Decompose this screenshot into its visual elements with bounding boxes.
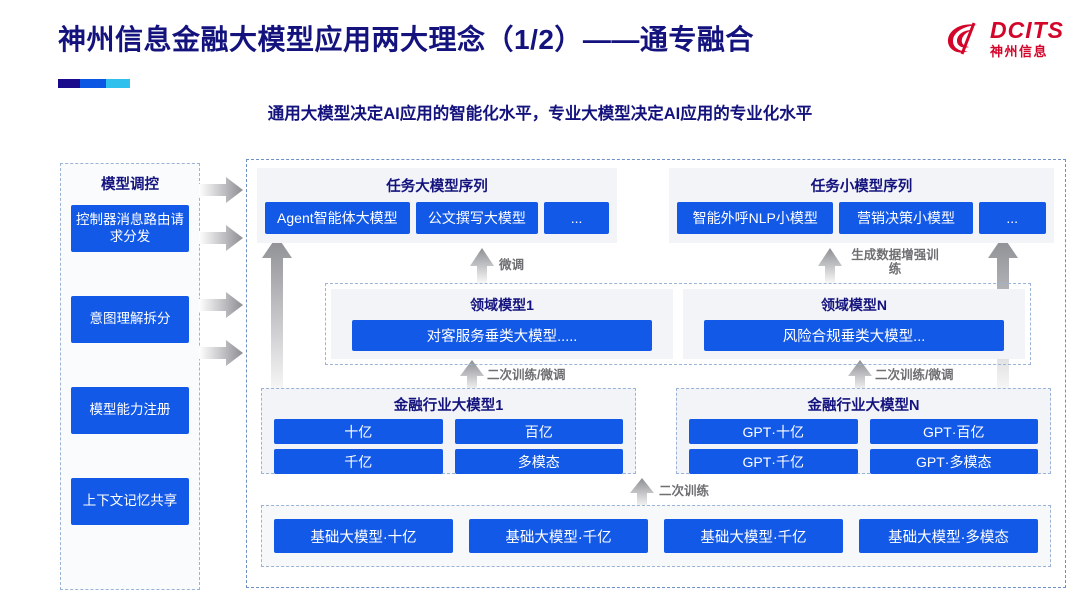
base-model-box-1[interactable]: 基础大模型·十亿	[274, 519, 453, 553]
domain-model-1: 领域模型1 对客服务垂类大模型.....	[331, 289, 673, 359]
task-small-box-2[interactable]: 营销决策小模型	[839, 202, 973, 234]
sequence-box-row-small: 智能外呼NLP小模型 营销决策小模型 ...	[669, 202, 1054, 243]
dcits-logo: DCITS 神州信息	[944, 18, 1064, 58]
industry-n-box-4[interactable]: GPT·多模态	[869, 449, 1038, 474]
industry-1-box-1[interactable]: 十亿	[274, 419, 443, 444]
sequence-title-small: 任务小模型序列	[810, 179, 913, 195]
task-large-box-more[interactable]: ...	[544, 202, 609, 234]
arrow-label-retrain-left: 二次训练/微调	[487, 368, 566, 382]
control-item-router[interactable]: 控制器消息路由请求分发	[71, 205, 189, 252]
base-model-box-2[interactable]: 基础大模型·千亿	[469, 519, 648, 553]
control-panel: 模型调控 控制器消息路由请求分发 意图理解拆分 模型能力注册 上下文记忆共享	[60, 163, 200, 590]
domain-model-1-box[interactable]: 对客服务垂类大模型.....	[351, 320, 653, 351]
control-panel-title: 模型调控	[101, 177, 159, 193]
industry-model-1: 金融行业大模型1 十亿 百亿 千亿 多模态	[261, 388, 636, 474]
arrow-label-retrain: 二次训练	[659, 484, 710, 498]
sequence-task-large: 任务大模型序列 Agent智能体大模型 公文撰写大模型 ...	[257, 168, 617, 243]
control-item-intent[interactable]: 意图理解拆分	[71, 296, 189, 343]
accent-segment-2	[79, 79, 106, 88]
base-model-box-4[interactable]: 基础大模型·多模态	[859, 519, 1038, 553]
arrow-label-finetune: 微调	[499, 258, 525, 272]
industry-model-n: 金融行业大模型N GPT·十亿 GPT·百亿 GPT·千亿 GPT·多模态	[676, 388, 1051, 474]
task-small-box-1[interactable]: 智能外呼NLP小模型	[677, 202, 834, 234]
flow-arrow-right-3	[199, 292, 243, 318]
arrow-label-data-aug: 生成数据增强训练	[851, 248, 939, 277]
sequence-task-small: 任务小模型序列 智能外呼NLP小模型 营销决策小模型 ...	[669, 168, 1054, 243]
arrow-up-retrain-right	[848, 360, 872, 392]
industry-n-box-1[interactable]: GPT·十亿	[689, 419, 858, 444]
arrow-up-retrain-base	[630, 478, 654, 508]
task-small-box-more[interactable]: ...	[978, 202, 1046, 234]
industry-1-box-3[interactable]: 千亿	[274, 449, 443, 474]
control-item-memory[interactable]: 上下文记忆共享	[71, 478, 189, 525]
arrow-up-finetune	[470, 248, 494, 284]
domain-model-n-box[interactable]: 风险合规垂类大模型...	[703, 320, 1005, 351]
page-title: 神州信息金融大模型应用两大理念（1/2）——通专融合	[58, 24, 754, 55]
industry-model-band: 金融行业大模型1 十亿 百亿 千亿 多模态 金融行业大模型N GPT·十亿 GP…	[261, 388, 1051, 474]
industry-1-box-2[interactable]: 百亿	[454, 419, 623, 444]
industry-n-box-3[interactable]: GPT·千亿	[689, 449, 858, 474]
industry-model-1-title: 金融行业大模型1	[393, 398, 504, 414]
architecture-diagram: 微调 生成数据增强训练 二次训练/微调 二次训练/微调 二次训练 任务大模型序列…	[246, 159, 1066, 588]
domain-model-1-title: 领域模型1	[470, 297, 534, 313]
accent-segment-3	[105, 79, 130, 88]
flow-arrow-right-1	[199, 177, 243, 203]
task-large-box-1[interactable]: Agent智能体大模型	[265, 202, 410, 234]
flow-arrow-right-4	[199, 340, 243, 366]
domain-model-band: 领域模型1 对客服务垂类大模型..... 领域模型N 风险合规垂类大模型...	[325, 283, 1031, 365]
industry-1-box-4[interactable]: 多模态	[454, 449, 623, 474]
control-item-registry[interactable]: 模型能力注册	[71, 387, 189, 434]
arrow-label-retrain-right: 二次训练/微调	[875, 368, 954, 382]
logo-cn: 神州信息	[990, 43, 1049, 59]
industry-model-1-grid: 十亿 百亿 千亿 多模态	[274, 419, 623, 474]
logo-swirl-icon	[944, 18, 984, 58]
arrow-up-data-aug	[818, 248, 842, 284]
industry-n-box-2[interactable]: GPT·百亿	[869, 419, 1038, 444]
logo-en: DCITS	[990, 16, 1064, 43]
industry-model-n-title: 金融行业大模型N	[807, 398, 920, 414]
base-model-band: 基础大模型·十亿 基础大模型·千亿 基础大模型·千亿 基础大模型·多模态	[261, 505, 1051, 567]
industry-model-n-grid: GPT·十亿 GPT·百亿 GPT·千亿 GPT·多模态	[689, 419, 1038, 474]
arrow-up-left-tall	[262, 236, 292, 396]
arrow-up-retrain-left	[460, 360, 484, 392]
page-subtitle: 通用大模型决定AI应用的智能化水平，专业大模型决定AI应用的专业化水平	[267, 105, 813, 123]
base-model-box-3[interactable]: 基础大模型·千亿	[664, 519, 843, 553]
sequence-box-row-large: Agent智能体大模型 公文撰写大模型 ...	[257, 202, 617, 243]
domain-model-n-title: 领域模型N	[820, 297, 888, 313]
title-accent-bar	[58, 79, 130, 88]
accent-segment-1	[58, 79, 80, 88]
domain-model-n: 领域模型N 风险合规垂类大模型...	[683, 289, 1025, 359]
flow-arrow-right-2	[199, 225, 243, 251]
task-large-box-2[interactable]: 公文撰写大模型	[415, 202, 539, 234]
sequence-title-large: 任务大模型序列	[386, 179, 488, 195]
logo-text: DCITS 神州信息	[990, 16, 1064, 59]
